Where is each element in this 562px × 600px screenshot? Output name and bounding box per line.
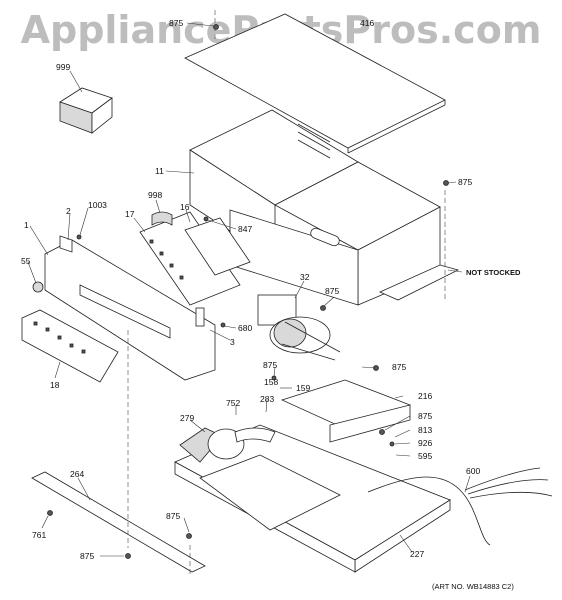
not-stocked-note: NOT STOCKED [466,268,521,277]
callout-17: 17 [125,209,135,219]
callout-11-chassis: 11 [155,166,164,176]
callout-680: 680 [238,323,253,333]
callout-761: 761 [32,530,47,540]
callout-875-rail-screw: 875 [80,551,95,561]
callout-752: 752 [226,398,241,408]
callout-2: 2 [66,206,71,216]
screws [47,24,449,559]
callout-216-duct: 216 [418,391,433,401]
callout-3: 3 [230,337,235,347]
callout-264-rail: 264 [70,469,85,479]
callout-16: 16 [180,202,190,212]
callout-875-fan-screw: 875 [325,286,340,296]
dashed-guides [127,10,446,575]
callout-1-front-trim: 1 [24,220,29,230]
callout-926: 926 [418,438,433,448]
trim-rail-drawing [31,471,206,573]
callout-875-bracket-screw: 875 [418,411,433,421]
callout-813: 813 [418,425,433,435]
callout-875-pan-screw: 875 [166,511,181,521]
callout-875-top-screw: 875 [169,18,184,28]
callout-999-parts-box: 999 [56,62,71,72]
callout-279-blower: 279 [180,413,195,423]
callout-1003: 1003 [88,200,107,210]
callout-875-duct-screw: 875 [392,362,407,372]
parts-box-drawing [59,87,113,134]
leader-lines [27,22,471,557]
callout-55: 55 [21,256,31,266]
top-panel-drawing [184,13,446,154]
callout-18-glass: 18 [50,380,60,390]
callout-283: 283 [260,394,275,404]
duct-drawing [280,379,412,443]
callout-998: 998 [148,190,163,200]
art-number: (ART NO. WB14883 C2) [432,582,514,591]
callout-158: 158 [264,377,279,387]
callout-595: 595 [418,451,433,461]
control-glass-drawing [21,309,119,383]
callout-416-top-panel: 416 [360,18,375,28]
callout-32-fan: 32 [300,272,310,282]
callout-159: 159 [296,383,311,393]
control-board-drawing [139,211,251,306]
callout-875-chassis-screw: 875 [458,177,473,187]
bottom-pan-drawing [174,424,451,573]
callout-847: 847 [238,224,253,234]
oven-chassis-drawing [189,109,460,306]
blower-drawing [179,427,276,463]
fan-assembly-drawing [257,294,341,361]
callout-600-harness: 600 [466,466,481,476]
front-trim-drawing [32,235,216,381]
callout-227-bottom-pan: 227 [410,549,425,559]
callout-875-thermostat-screw: 875 [263,360,278,370]
wire-harness-drawing [367,467,553,546]
